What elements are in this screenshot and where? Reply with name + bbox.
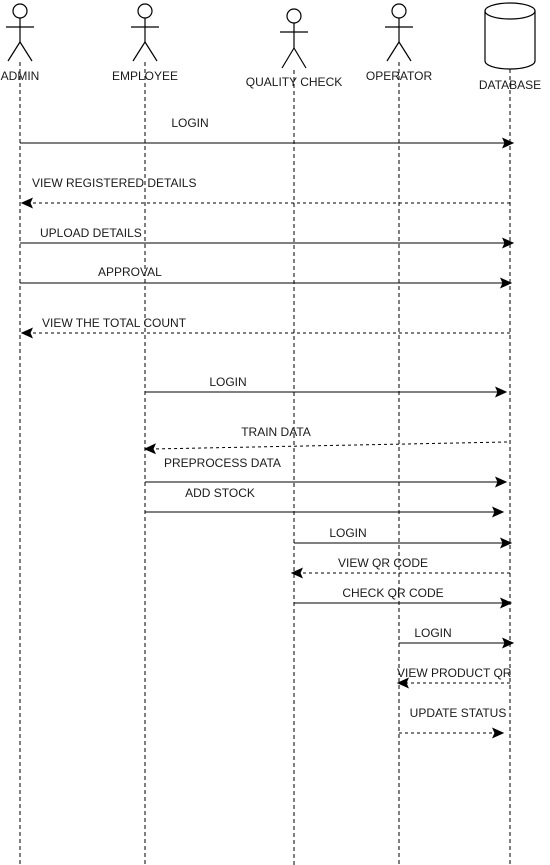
message-label: CHECK QR CODE bbox=[342, 586, 443, 600]
arrowhead-icon bbox=[20, 327, 33, 339]
message-label: LOGIN bbox=[414, 626, 451, 640]
message-label: LOGIN bbox=[329, 526, 366, 540]
message-label: LOGIN bbox=[171, 116, 208, 130]
stick-figure-icon bbox=[6, 3, 34, 62]
message-label: PREPROCESS DATA bbox=[164, 456, 281, 470]
message-update-status: UPDATE STATUS bbox=[399, 706, 507, 739]
message-label: VIEW REGISTERED DETAILS bbox=[32, 176, 196, 190]
actor-label-employee: EMPLOYEE bbox=[112, 69, 178, 83]
arrowhead-icon bbox=[492, 727, 505, 739]
message-label: UPDATE STATUS bbox=[410, 706, 507, 720]
message-label: LOGIN bbox=[209, 375, 246, 389]
actor-employee: EMPLOYEE bbox=[112, 3, 178, 83]
arrowhead-icon bbox=[492, 506, 505, 518]
arrowhead-icon bbox=[396, 677, 409, 689]
message-upload-details: UPLOAD DETAILS bbox=[20, 226, 515, 249]
message-operator-login: LOGIN bbox=[399, 626, 515, 649]
message-view-qr-code: VIEW QR CODE bbox=[290, 556, 510, 579]
message-label: VIEW THE TOTAL COUNT bbox=[42, 316, 187, 330]
arrowhead-icon bbox=[500, 537, 513, 549]
message-admin-login: LOGIN bbox=[20, 116, 515, 149]
message-label: VIEW PRODUCT QR bbox=[397, 666, 512, 680]
message-employee-login: LOGIN bbox=[145, 375, 508, 398]
arrowhead-icon bbox=[290, 567, 303, 579]
message-label: UPLOAD DETAILS bbox=[40, 226, 142, 240]
arrowhead-icon bbox=[20, 197, 33, 209]
message-view-registered-details: VIEW REGISTERED DETAILS bbox=[20, 176, 510, 209]
message-view-total-count: VIEW THE TOTAL COUNT bbox=[20, 316, 510, 339]
actor-admin: ADMIN bbox=[1, 3, 40, 83]
message-label: VIEW QR CODE bbox=[338, 556, 428, 570]
message-add-stock: ADD STOCK bbox=[145, 486, 505, 518]
arrowhead-icon bbox=[143, 443, 156, 455]
actor-quality-check: QUALITY CHECK bbox=[246, 8, 342, 89]
message-preprocess-data: PREPROCESS DATA bbox=[145, 456, 508, 488]
database-cylinder-icon bbox=[484, 2, 536, 70]
message-label: TRAIN DATA bbox=[241, 425, 311, 439]
message-view-product-qr: VIEW PRODUCT QR bbox=[396, 666, 512, 689]
stick-figure-icon bbox=[131, 3, 159, 62]
actor-label-admin: ADMIN bbox=[1, 69, 40, 83]
message-train-data: TRAIN DATA bbox=[143, 425, 508, 455]
actor-database: DATABASE bbox=[479, 2, 541, 92]
actor-operator: OPERATOR bbox=[366, 3, 433, 83]
message-quality-login: LOGIN bbox=[294, 526, 513, 549]
arrowhead-icon bbox=[495, 476, 508, 488]
message-label: ADD STOCK bbox=[185, 486, 255, 500]
actor-label-operator: OPERATOR bbox=[366, 69, 433, 83]
arrowhead-icon bbox=[495, 386, 508, 398]
arrowhead-icon bbox=[500, 277, 513, 289]
message-label: APPROVAL bbox=[98, 265, 162, 279]
arrowhead-icon bbox=[502, 137, 515, 149]
actor-label-quality-check: QUALITY CHECK bbox=[246, 75, 342, 89]
arrowhead-icon bbox=[502, 237, 515, 249]
stick-figure-icon bbox=[280, 8, 308, 69]
arrowhead-icon bbox=[502, 637, 515, 649]
message-check-qr-code: CHECK QR CODE bbox=[294, 586, 513, 609]
arrowhead-icon bbox=[500, 597, 513, 609]
message-approval: APPROVAL bbox=[20, 265, 513, 289]
actor-label-database: DATABASE bbox=[479, 78, 541, 92]
stick-figure-icon bbox=[385, 3, 413, 62]
